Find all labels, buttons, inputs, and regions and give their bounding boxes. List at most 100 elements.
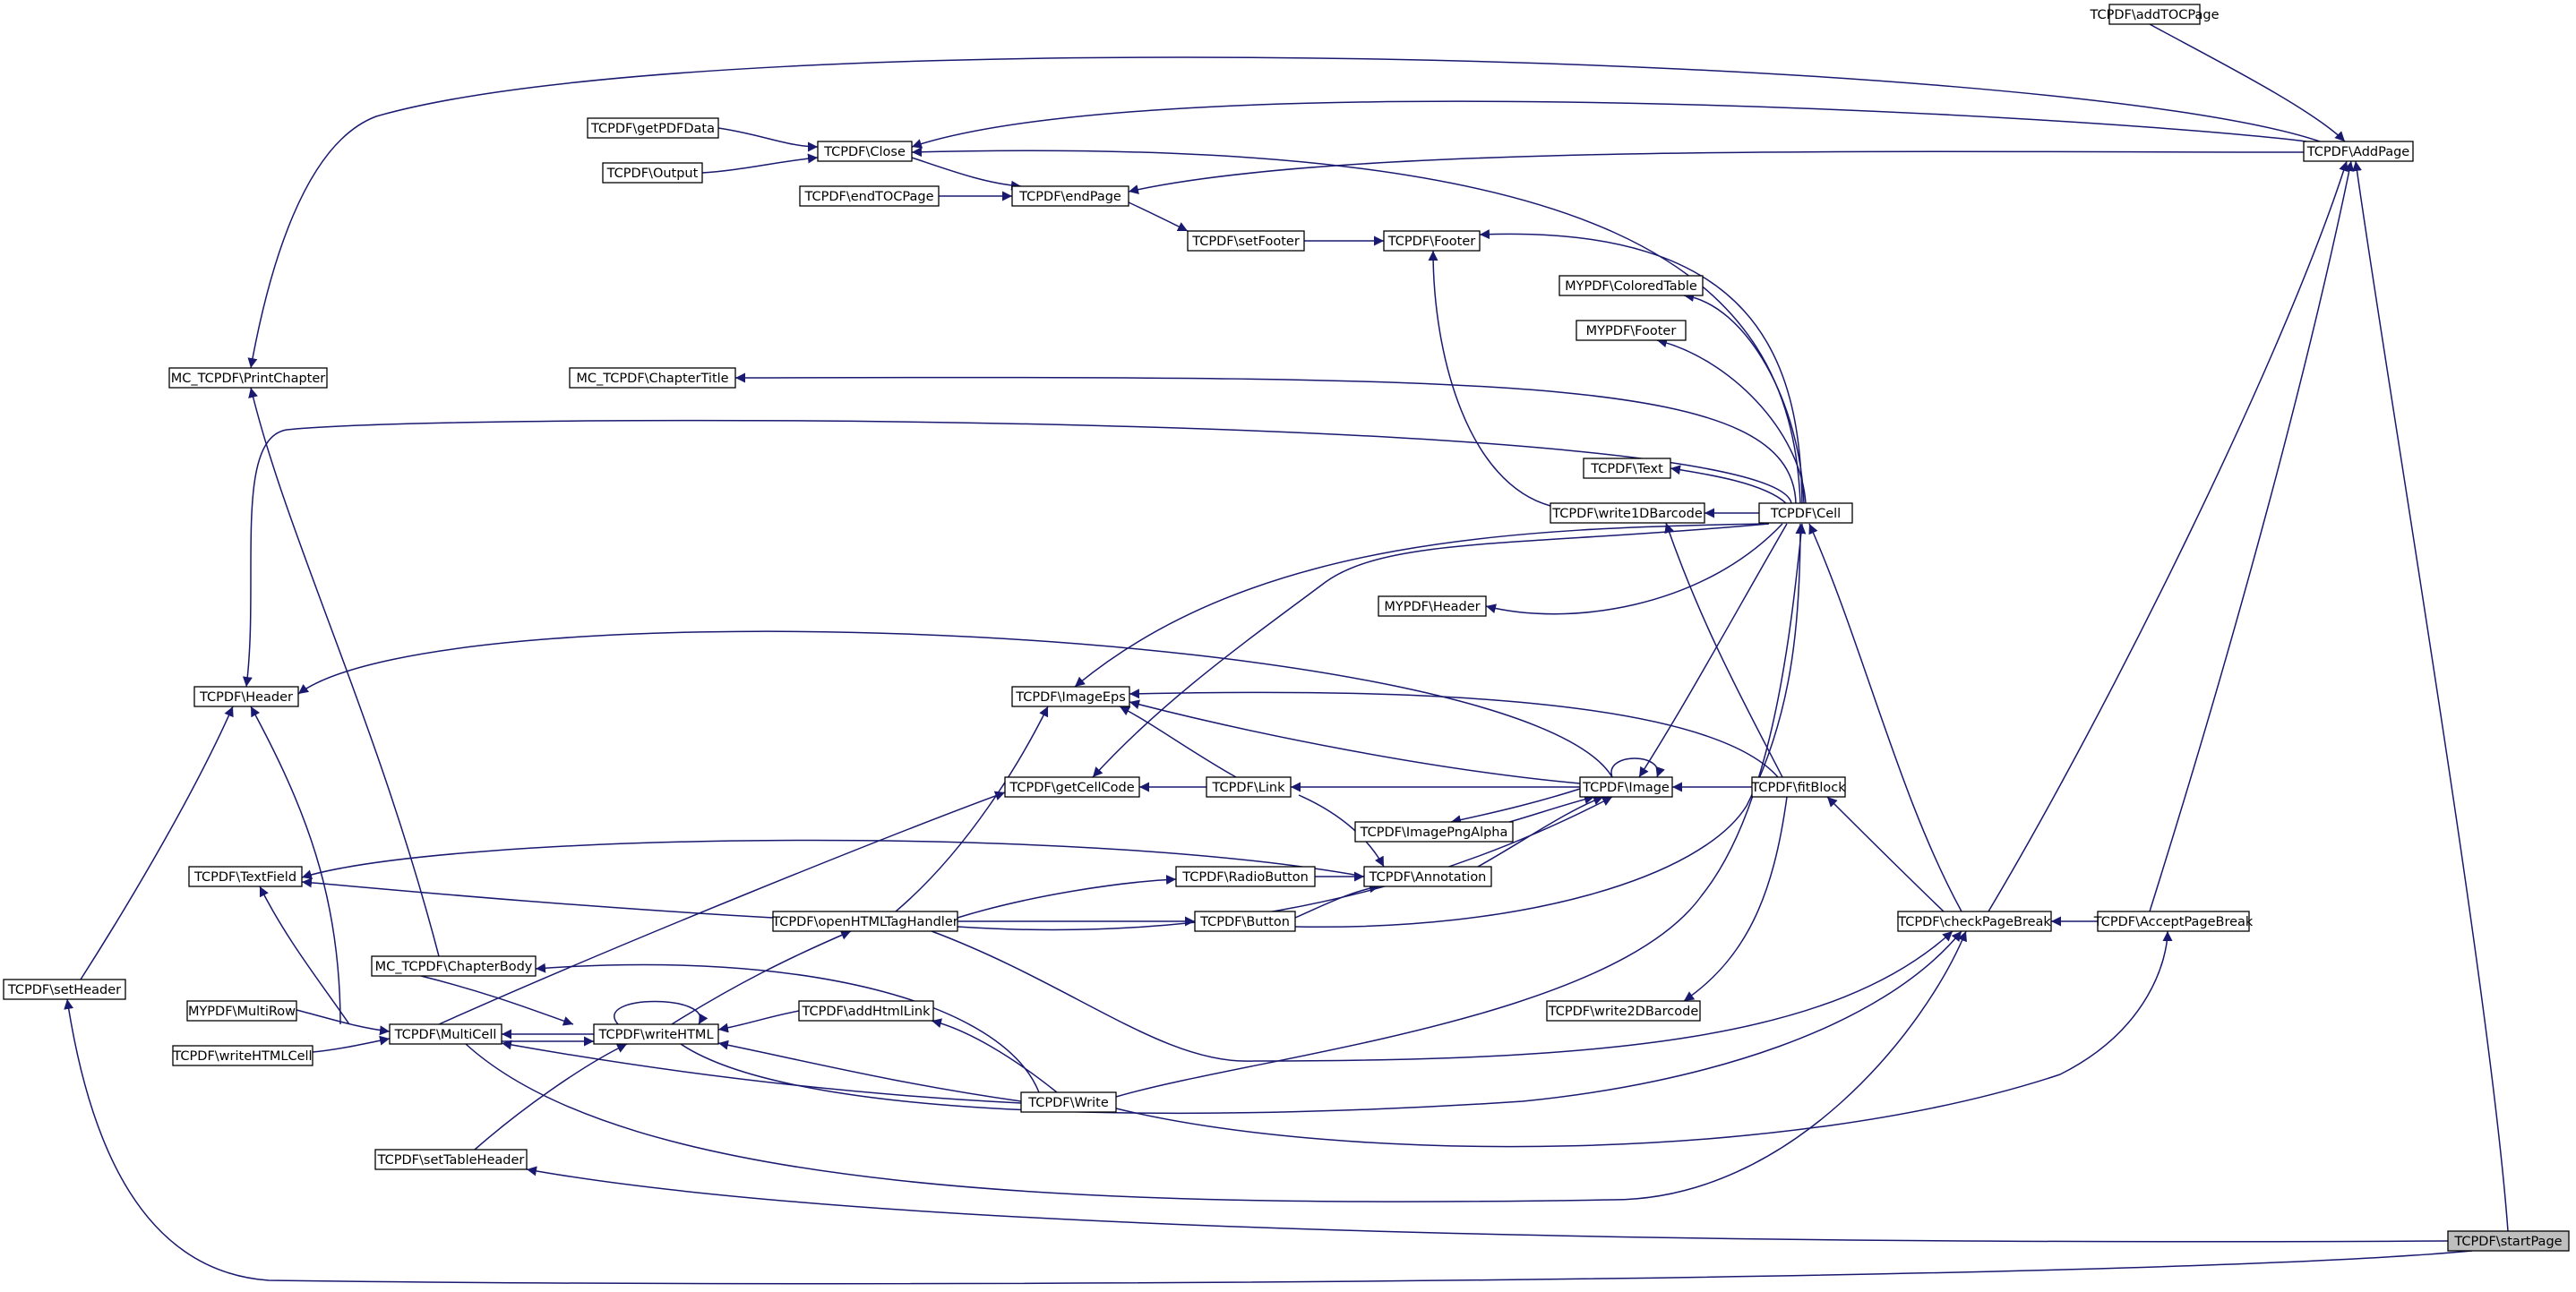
node-settableheader[interactable]: TCPDF\setTableHeader bbox=[374, 1149, 528, 1170]
node-myfooter[interactable]: MYPDF\Footer bbox=[1576, 320, 1687, 341]
edge-image-imagepngalpha bbox=[1450, 788, 1581, 826]
node-imagepngalpha[interactable]: TCPDF\ImagePngAlpha bbox=[1354, 821, 1514, 843]
edges bbox=[64, 23, 2509, 1285]
node-write[interactable]: TCPDF\Write bbox=[1020, 1091, 1117, 1113]
edge-fitblock-write2d bbox=[1683, 796, 1788, 1002]
edge-write-addhtmllink bbox=[931, 1018, 1058, 1093]
node-myheader[interactable]: MYPDF\Header bbox=[1378, 595, 1487, 617]
edge-checkpagebreak-fitblock bbox=[1826, 796, 1945, 912]
node-label: TCPDF\AcceptPageBreak bbox=[2093, 915, 2254, 929]
node-label: MYPDF\MultiRow bbox=[188, 1005, 296, 1019]
edge-acceptpagebreak-addpage bbox=[2149, 160, 2355, 912]
node-box bbox=[798, 1000, 934, 1022]
node-label: TCPDF\getPDFData bbox=[590, 122, 715, 136]
node-annotation[interactable]: TCPDF\Annotation bbox=[1363, 866, 1492, 887]
node-label: TCPDF\fitBlock bbox=[1750, 781, 1846, 795]
edge-endpage-setfooter bbox=[1128, 201, 1189, 232]
node-image[interactable]: TCPDF\Image bbox=[1579, 776, 1673, 798]
edge-checkpagebreak-multicell bbox=[465, 930, 1967, 1202]
node-endtocpage[interactable]: TCPDF\endTOCPage bbox=[799, 185, 940, 207]
node-acceptpagebreak[interactable]: TCPDF\AcceptPageBreak bbox=[2093, 911, 2254, 932]
node-header[interactable]: TCPDF\Header bbox=[193, 686, 299, 707]
edge-write1d-footer bbox=[1428, 250, 1551, 507]
node-box bbox=[1378, 595, 1487, 617]
edge-link-annotation bbox=[1298, 794, 1385, 868]
node-box bbox=[193, 686, 299, 707]
node-addtocpage[interactable]: TCPDF\addTOCPage bbox=[2089, 4, 2220, 25]
node-label: MC_TCPDF\PrintChapter bbox=[171, 372, 326, 386]
node-box bbox=[371, 955, 537, 977]
node-label: TCPDF\ImageEps bbox=[1015, 690, 1126, 705]
node-checkpagebreak[interactable]: TCPDF\checkPageBreak bbox=[1897, 911, 2052, 932]
node-label: TCPDF\Button bbox=[1199, 915, 1290, 929]
node-box bbox=[2447, 1230, 2570, 1252]
node-label: TCPDF\Header bbox=[199, 690, 293, 705]
edge-cell-image bbox=[1638, 523, 1788, 778]
node-addpage[interactable]: TCPDF\AddPage bbox=[2303, 141, 2414, 162]
edge-cell-footer bbox=[1479, 229, 1803, 504]
node-writehtml[interactable]: TCPDF\writeHTML bbox=[593, 1023, 719, 1045]
node-label: TCPDF\startPage bbox=[2453, 1235, 2562, 1249]
node-coloredtable[interactable]: MYPDF\ColoredTable bbox=[1558, 275, 1704, 296]
node-box bbox=[569, 367, 736, 389]
node-footer[interactable]: TCPDF\Footer bbox=[1383, 230, 1481, 252]
edge-checkpagebreak-writehtml bbox=[680, 930, 1962, 1115]
edge-startpage-setheader bbox=[64, 998, 2473, 1285]
node-multicell[interactable]: TCPDF\MultiCell bbox=[389, 1023, 502, 1045]
node-text[interactable]: TCPDF\Text bbox=[1583, 458, 1671, 479]
node-multirow[interactable]: MYPDF\MultiRow bbox=[186, 1000, 297, 1022]
edge-annotation-image bbox=[1477, 795, 1604, 868]
node-label: TCPDF\Close bbox=[823, 145, 906, 159]
node-writehtmlcell[interactable]: TCPDF\writeHTMLCell bbox=[172, 1045, 313, 1066]
node-radiobutton[interactable]: TCPDF\RadioButton bbox=[1175, 866, 1316, 887]
edge-link-imageeps bbox=[1119, 706, 1237, 778]
node-box bbox=[1011, 185, 1129, 207]
edge-fitblock-imageeps bbox=[1129, 689, 1779, 778]
node-box bbox=[1550, 502, 1705, 524]
edge-textfield-annotation bbox=[301, 839, 1365, 880]
node-box bbox=[587, 117, 719, 139]
node-box bbox=[1897, 911, 2052, 932]
node-label: TCPDF\checkPageBreak bbox=[1897, 915, 2051, 929]
node-label: MYPDF\Header bbox=[1384, 600, 1480, 614]
node-textfield[interactable]: TCPDF\TextField bbox=[188, 866, 303, 887]
node-getpdfdata[interactable]: TCPDF\getPDFData bbox=[587, 117, 719, 139]
node-close[interactable]: TCPDF\Close bbox=[817, 141, 913, 162]
node-label: TCPDF\openHTMLTagHandler bbox=[771, 915, 957, 929]
edge-checkpagebreak-cell bbox=[1808, 523, 1962, 912]
node-startpage[interactable]: TCPDF\startPage bbox=[2447, 1230, 2570, 1252]
node-endpage[interactable]: TCPDF\endPage bbox=[1011, 185, 1129, 207]
edge-write-cell bbox=[1115, 523, 1807, 1098]
node-imageeps[interactable]: TCPDF\ImageEps bbox=[1011, 686, 1130, 707]
node-getcellcode[interactable]: TCPDF\getCellCode bbox=[1004, 776, 1140, 798]
node-label: TCPDF\setTableHeader bbox=[377, 1153, 525, 1168]
node-write2dbarcode[interactable]: TCPDF\write2DBarcode bbox=[1546, 1000, 1701, 1022]
edge-multicell-getcellcode bbox=[438, 791, 1006, 1025]
edge-multicell-chapterbody bbox=[420, 975, 574, 1026]
node-addhtmllink[interactable]: TCPDF\addHtmlLink bbox=[798, 1000, 934, 1022]
node-write1dbarcode[interactable]: TCPDF\write1DBarcode bbox=[1550, 502, 1705, 524]
node-box bbox=[389, 1023, 502, 1045]
node-chaptertitle[interactable]: MC_TCPDF\ChapterTitle bbox=[569, 367, 736, 389]
node-openhtmltaghandler[interactable]: TCPDF\openHTMLTagHandler bbox=[771, 911, 958, 932]
node-box bbox=[2097, 911, 2250, 932]
node-setfooter[interactable]: TCPDF\setFooter bbox=[1187, 230, 1305, 252]
node-box bbox=[1546, 1000, 1701, 1022]
node-box bbox=[1175, 866, 1316, 887]
node-label: MYPDF\Footer bbox=[1586, 324, 1677, 338]
node-printchapter[interactable]: MC_TCPDF\PrintChapter bbox=[168, 367, 328, 389]
node-button[interactable]: TCPDF\Button bbox=[1194, 911, 1296, 932]
edge-openhtml-radiobutton bbox=[957, 875, 1177, 919]
node-fitblock[interactable]: TCPDF\fitBlock bbox=[1750, 776, 1846, 798]
edge-chapterbody-printchapter bbox=[248, 387, 440, 957]
node-chapterbody[interactable]: MC_TCPDF\ChapterBody bbox=[371, 955, 537, 977]
node-label: TCPDF\AddPage bbox=[2306, 145, 2410, 159]
node-link[interactable]: TCPDF\Link bbox=[1206, 776, 1292, 798]
node-output[interactable]: TCPDF\Output bbox=[602, 162, 703, 184]
edge-cell-header bbox=[242, 419, 1792, 688]
edge-cell-myfooter bbox=[1656, 338, 1807, 504]
node-cell[interactable]: TCPDF\Cell bbox=[1758, 502, 1853, 524]
node-box bbox=[1583, 458, 1671, 479]
node-setheader[interactable]: TCPDF\setHeader bbox=[3, 979, 126, 1000]
node-label: TCPDF\Link bbox=[1212, 781, 1286, 795]
